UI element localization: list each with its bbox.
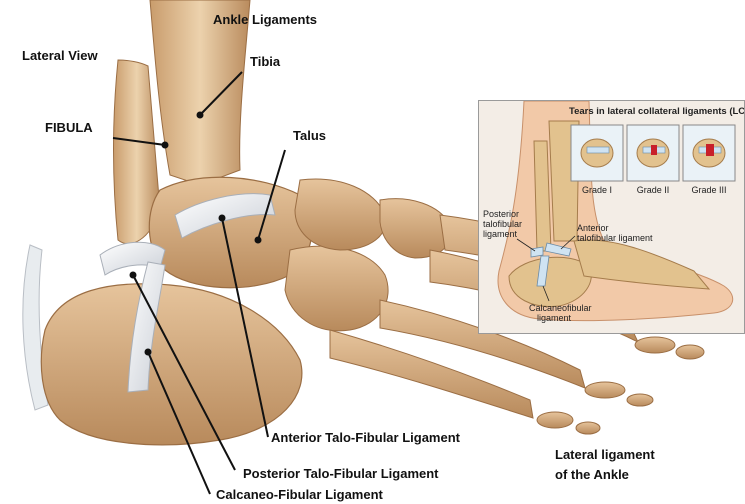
grade-3-tear [706, 144, 714, 156]
inset-atfl-label-1: Anterior [577, 223, 609, 233]
grade-3-ligament-right [713, 147, 721, 153]
inset-ptfl-label-3: ligament [483, 229, 517, 239]
phalanx-bone [627, 394, 653, 406]
inset-title: Tears in lateral collateral ligaments (L… [569, 107, 745, 117]
grade-3-ligament-left [699, 147, 707, 153]
inset-cfl-label-1: Calcaneofibular [529, 303, 592, 313]
inset-ptfl-label-1: Posterior [483, 209, 519, 219]
caption-line2: of the Ankle [555, 467, 629, 482]
inset-atfl-label-2: talofibular ligament [577, 233, 653, 243]
grade-2-label: Grade II [631, 185, 675, 195]
phalanx-bone [635, 337, 675, 353]
grade-3-label: Grade III [687, 185, 731, 195]
tibia-label: Tibia [250, 54, 280, 69]
view-label: Lateral View [22, 48, 98, 63]
inset-cfl-label-2: ligament [537, 313, 571, 323]
ptfl-label: Posterior Talo-Fibular Ligament [243, 466, 439, 481]
talus-label: Talus [293, 128, 326, 143]
phalanx-bone [537, 412, 573, 428]
inset-ptfl-label-2: talofibular [483, 219, 522, 229]
phalanx-bone [576, 422, 600, 434]
fibula-label: FIBULA [45, 120, 93, 135]
grade-2-tear [651, 145, 657, 155]
grade-1-label: Grade I [575, 185, 619, 195]
cfl-label: Calcaneo-Fibular Ligament [216, 487, 383, 502]
grade-1-ligament [587, 147, 609, 153]
diagram-title: Ankle Ligaments [213, 12, 317, 27]
caption-line1: Lateral ligament [555, 447, 655, 462]
atfl-label: Anterior Talo-Fibular Ligament [271, 430, 460, 445]
inset-ptfl [531, 247, 543, 257]
phalanx-bone [585, 382, 625, 398]
lcl-tears-inset: Tears in lateral collateral ligaments (L… [478, 100, 745, 334]
phalanx-bone [676, 345, 704, 359]
